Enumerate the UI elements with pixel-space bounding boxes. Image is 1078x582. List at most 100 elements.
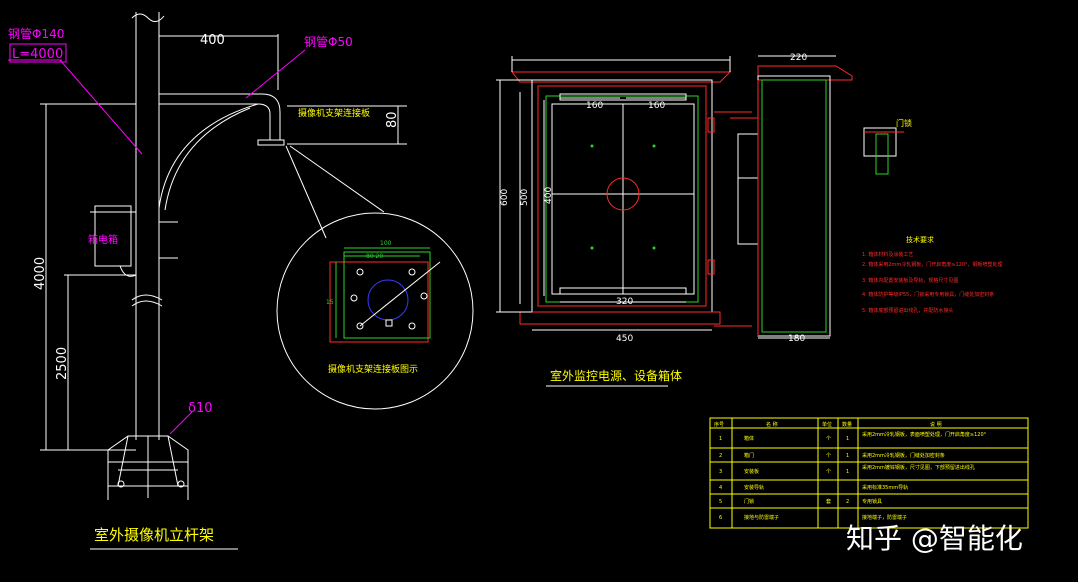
detail-center-hole [367,279,409,321]
table-cell-6-name: 接地与防雷端子 [744,514,779,521]
arm-bend-inner [257,103,271,140]
cabinet-outer [531,79,713,313]
detail-hole-6 [420,292,428,300]
notes-title: 技术要求 [906,235,934,244]
mount-point-4 [652,246,656,250]
watermark: 知乎 @智能化 [846,522,1023,555]
table-border [709,417,1029,529]
note-2: 2. 箱体采用2mm冷轧钢板，门开启角度≥120°，钢板喷塑处理 [862,261,1003,268]
detail-circle [276,212,474,410]
table-cell-2-desc: 采用2mm冷轧钢板，门缝处加密封条 [862,452,945,459]
parts-table [709,417,1029,529]
pole-leaders [8,49,306,435]
dim-160-left: 160 [586,101,603,111]
mount-plate [257,139,285,146]
dim-450: 450 [616,334,633,344]
length-label: L=4000 [12,47,63,62]
side-lock-1 [737,133,759,179]
table-header-qty: 数量 [842,421,852,428]
side-body [757,75,831,337]
table-cell-4-desc: 采用标准35mm导轨 [862,484,908,491]
base-leg-1 [117,435,129,487]
table-cell-4-name: 安装导轨 [744,484,764,491]
height-box-label: 2500 [55,347,70,380]
table-cell-5-qty: 2 [846,499,849,505]
detail-dim-80-20: 80 20 [366,253,383,260]
side-dim-220: 220 [790,53,807,63]
table-cell-5-unit: 套 [826,498,831,505]
box-label: 箱电箱 [88,233,118,246]
base-leg-2 [167,435,179,487]
arm-bend-outer [261,93,281,140]
table-cell-3-desc: 采用2mm镀锌钢板，尺寸见图，下部预留进出线孔 [862,464,975,471]
pole-electric-box [94,205,132,267]
cabinet-front [496,56,752,331]
tech-notes: 技术要求 1. 箱体材料及涂装工艺 2. 箱体采用2mm冷轧钢板，门开启角度≥1… [862,235,1003,314]
note-4: 4. 箱体防护等级IP55，门锁采用专用锁具，门缝处加密封条 [862,291,994,298]
table-cell-2-name: 箱门 [744,452,754,459]
cabinet-mount-points [590,144,656,250]
table-cell-6-desc: 接地端子，防雷端子 [862,514,907,521]
dim-320: 320 [616,297,633,307]
side-lock-2 [737,177,759,245]
table-cell-5-desc: 专用锁具 [862,498,882,505]
table-cell-3-qty: 1 [846,469,849,475]
mount-point-2 [652,144,656,148]
table-header-unit: 单位 [822,421,832,428]
table-cell-2-qty: 1 [846,453,849,459]
detail-diagonal [359,261,441,327]
detail-plate-outer [329,261,429,343]
drop-dim-label: 80 [385,111,400,128]
table-cell-4-no: 4 [719,485,722,491]
hinge-bottom [707,259,715,275]
dim-160-right: 160 [648,101,665,111]
lock-cylinder [875,133,889,175]
note-5: 5. 箱体底部预留进出线孔，并配防水接头 [862,307,953,314]
cabinet-red-frame [537,85,707,307]
brace-inner [164,107,251,211]
pole-break-mid-2 [131,300,163,307]
mount-point-1 [590,144,594,148]
base-bolt-1 [117,480,125,488]
dim-400: 400 [544,187,554,204]
table-cell-3-no: 3 [719,469,722,475]
pipe50-label: 钢管Φ50 [304,34,353,49]
cabinet-bottom-rail [559,287,687,295]
note-1: 1. 箱体材料及涂装工艺 [862,251,913,258]
parts-table-text: 序号 名 称 单位 数量 说 明 1 箱体 个 1 采用2mm冷轧钢板，表面喷塑… [714,421,987,521]
table-cell-1-desc: 采用2mm冷轧钢板，表面喷塑处理，门开启角度≥120° [862,431,987,438]
cabinet-mount-plate [545,95,699,303]
detail-hole-5 [350,294,358,302]
table-cell-2-no: 2 [719,453,722,459]
detail-dim-15: 15 [326,299,334,306]
detail-hole-1 [356,268,364,276]
detail-plate [329,247,441,343]
mount-note-label: 摄像机支架连接板 [298,107,370,119]
table-header-desc: 说 明 [930,421,942,428]
note-3: 3. 箱体内配置安装板及导轨，规格尺寸见图 [862,277,958,284]
hinge-top [707,117,715,133]
cabinet-top-cap [510,71,732,83]
table-cell-5-name: 门锁 [744,498,754,505]
table-header-name: 名 称 [766,421,778,428]
camera-pole-drawing [40,12,474,550]
table-cell-1-no: 1 [719,436,722,442]
table-cell-1-qty: 1 [846,436,849,442]
base-thickness-label: δ10 [188,401,213,416]
leader-delta10 [169,411,193,435]
height-total-label: 4000 [33,257,48,290]
cabinet-top-rail [559,93,687,101]
detail-hole-4 [408,322,416,330]
cabinet-title: 室外监控电源、设备箱体 [550,368,682,383]
door-lock-label: 门锁 [896,118,912,128]
detail-dim-100: 100 [380,240,392,247]
table-cell-6-no: 6 [719,515,722,521]
brace-outer [158,103,259,209]
dim-500: 500 [520,189,530,206]
cabinet-center-hole [606,177,640,211]
table-cell-1-name: 箱体 [744,435,754,442]
length-label-box [9,43,67,63]
lock-body [863,127,897,157]
detail-leader-2 [289,145,385,213]
